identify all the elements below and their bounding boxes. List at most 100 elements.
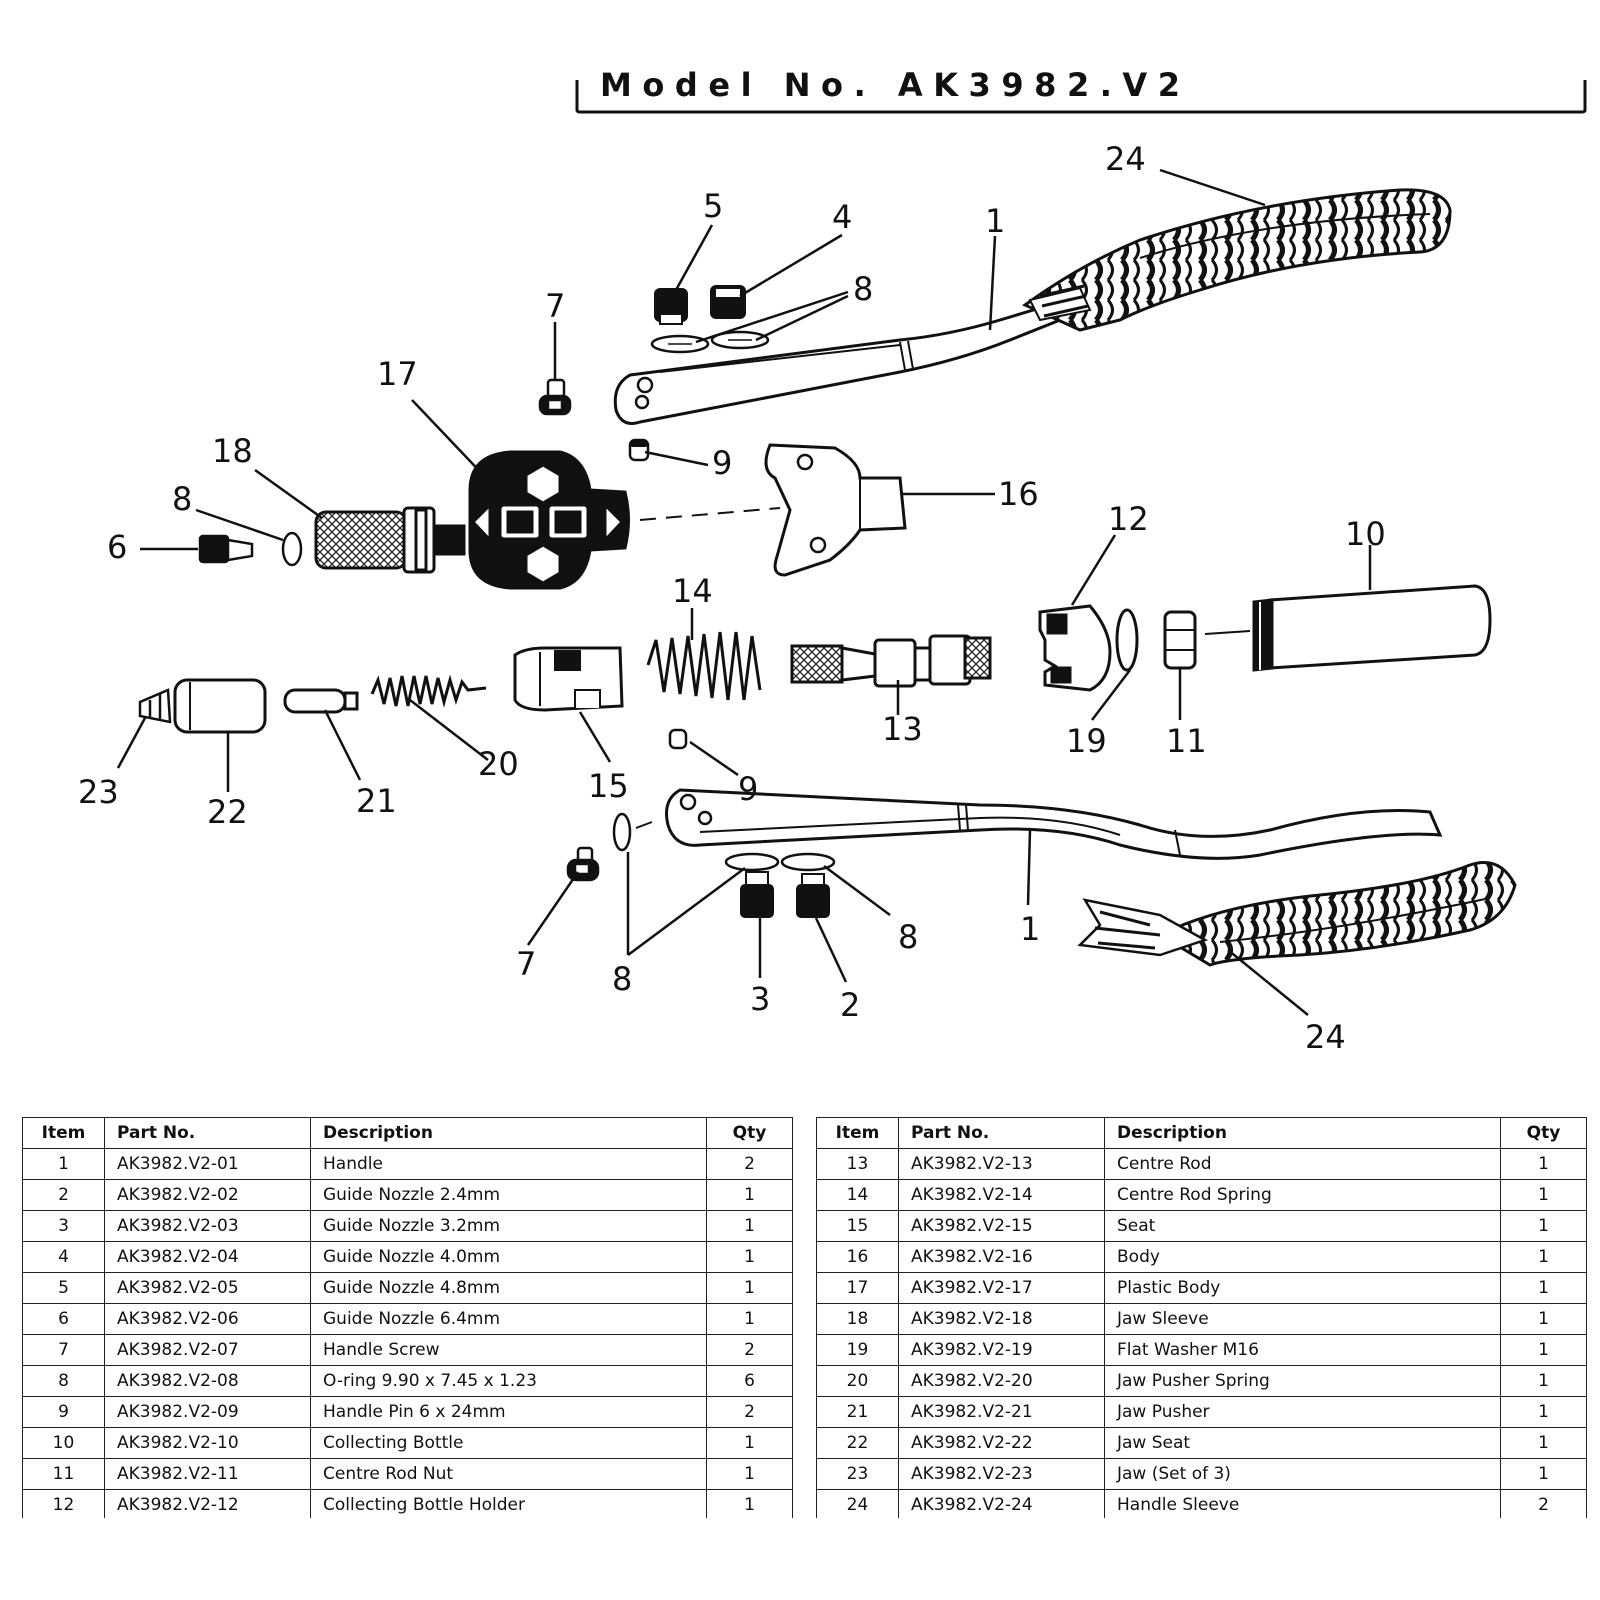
cell-part-no: AK3982.V2-14 xyxy=(898,1179,1105,1211)
cell-item: 18 xyxy=(816,1303,899,1335)
cell-description: Centre Rod Nut xyxy=(310,1458,707,1490)
cell-part-no: AK3982.V2-06 xyxy=(104,1303,311,1335)
cell-item: 4 xyxy=(22,1241,105,1273)
cell-qty: 1 xyxy=(1500,1179,1587,1211)
cell-description: Guide Nozzle 2.4mm xyxy=(310,1179,707,1211)
callout-9-top: 9 xyxy=(712,444,732,482)
cell-part-no: AK3982.V2-23 xyxy=(898,1458,1105,1490)
leader-lines xyxy=(116,168,1372,1016)
cell-item: 9 xyxy=(22,1396,105,1428)
bottle-axis xyxy=(1204,630,1251,635)
callout-19: 19 xyxy=(1066,722,1107,760)
table-header-row: Item Part No. Description Qty xyxy=(816,1117,1587,1149)
cell-item: 16 xyxy=(816,1241,899,1273)
header-description: Description xyxy=(1104,1117,1501,1149)
callout-11: 11 xyxy=(1166,722,1207,760)
collecting-bottle-holder xyxy=(1038,604,1112,692)
cell-description: Flat Washer M16 xyxy=(1104,1334,1501,1366)
cell-qty: 1 xyxy=(706,1489,793,1521)
header-item: Item xyxy=(22,1117,105,1149)
callout-8-bottom-right: 8 xyxy=(898,918,918,956)
header-qty: Qty xyxy=(1500,1117,1587,1149)
callout-20: 20 xyxy=(478,745,519,783)
callout-24-bottom: 24 xyxy=(1305,1018,1346,1056)
o-ring-bottom-pair xyxy=(724,852,836,872)
page-crop-edge xyxy=(0,1518,1600,1600)
cell-part-no: AK3982.V2-07 xyxy=(104,1334,311,1366)
cell-item: 20 xyxy=(816,1365,899,1397)
collecting-bottle xyxy=(1252,584,1492,672)
model-title-box: Model No. AK3982.V2 xyxy=(575,66,1587,114)
cell-description: O-ring 9.90 x 7.45 x 1.23 xyxy=(310,1365,707,1397)
guide-nozzle-2-4mm xyxy=(796,873,830,918)
cell-qty: 1 xyxy=(706,1179,793,1211)
guide-nozzle-3-2mm xyxy=(740,871,774,918)
cell-description: Body xyxy=(1104,1241,1501,1273)
model-title: Model No. AK3982.V2 xyxy=(600,66,1180,104)
guide-nozzle-4-8mm xyxy=(654,288,688,325)
o-ring-top-pair xyxy=(650,330,770,354)
cell-part-no: AK3982.V2-21 xyxy=(898,1396,1105,1428)
cell-qty: 1 xyxy=(706,1241,793,1273)
jaw-pusher xyxy=(283,688,359,714)
cell-item: 12 xyxy=(22,1489,105,1521)
cell-part-no: AK3982.V2-05 xyxy=(104,1272,311,1304)
upper-handle-sleeve xyxy=(1022,188,1452,332)
flat-washer xyxy=(1115,608,1139,672)
cell-description: Guide Nozzle 6.4mm xyxy=(310,1303,707,1335)
cell-description: Handle Pin 6 x 24mm xyxy=(310,1396,707,1428)
callout-22: 22 xyxy=(207,793,248,831)
cell-item: 8 xyxy=(22,1365,105,1397)
plastic-body xyxy=(468,450,630,590)
cell-item: 17 xyxy=(816,1272,899,1304)
seat xyxy=(513,646,624,712)
handle-screw-bottom xyxy=(566,846,600,882)
cell-part-no: AK3982.V2-01 xyxy=(104,1148,311,1180)
callout-7-top: 7 xyxy=(545,287,565,325)
cell-qty: 6 xyxy=(706,1365,793,1397)
callout-16: 16 xyxy=(998,475,1039,513)
cell-description: Plastic Body xyxy=(1104,1272,1501,1304)
handle-pin-top xyxy=(628,438,650,462)
cell-description: Jaw (Set of 3) xyxy=(1104,1458,1501,1490)
cell-part-no: AK3982.V2-08 xyxy=(104,1365,311,1397)
guide-nozzle-6-4mm xyxy=(198,534,254,564)
cell-item: 21 xyxy=(816,1396,899,1428)
guide-nozzle-4-0mm xyxy=(710,285,746,319)
cell-part-no: AK3982.V2-03 xyxy=(104,1210,311,1242)
cell-description: Guide Nozzle 4.0mm xyxy=(310,1241,707,1273)
centre-rod-spring xyxy=(646,631,762,701)
callout-14: 14 xyxy=(672,572,713,610)
cell-item: 14 xyxy=(816,1179,899,1211)
assembly-axis xyxy=(639,507,781,521)
cell-description: Handle Screw xyxy=(310,1334,707,1366)
cell-qty: 1 xyxy=(1500,1241,1587,1273)
exploded-parts-diagram: Model No. AK3982.V2 xyxy=(78,66,1587,1056)
callout-labels: 24 1 5 4 8 7 9 17 18 8 6 16 12 10 14 13 … xyxy=(78,140,1386,1056)
screw-axis xyxy=(635,821,653,829)
callout-8-top: 8 xyxy=(853,270,873,308)
callout-21: 21 xyxy=(356,782,397,820)
callout-1-top: 1 xyxy=(985,202,1005,240)
handle-screw-top xyxy=(538,378,572,416)
callout-18: 18 xyxy=(212,432,253,470)
cell-part-no: AK3982.V2-17 xyxy=(898,1272,1105,1304)
cell-item: 6 xyxy=(22,1303,105,1335)
cell-part-no: AK3982.V2-10 xyxy=(104,1427,311,1459)
callout-5: 5 xyxy=(703,187,723,225)
callout-13: 13 xyxy=(882,710,923,748)
cell-item: 1 xyxy=(22,1148,105,1180)
cell-item: 11 xyxy=(22,1458,105,1490)
cell-qty: 1 xyxy=(706,1210,793,1242)
